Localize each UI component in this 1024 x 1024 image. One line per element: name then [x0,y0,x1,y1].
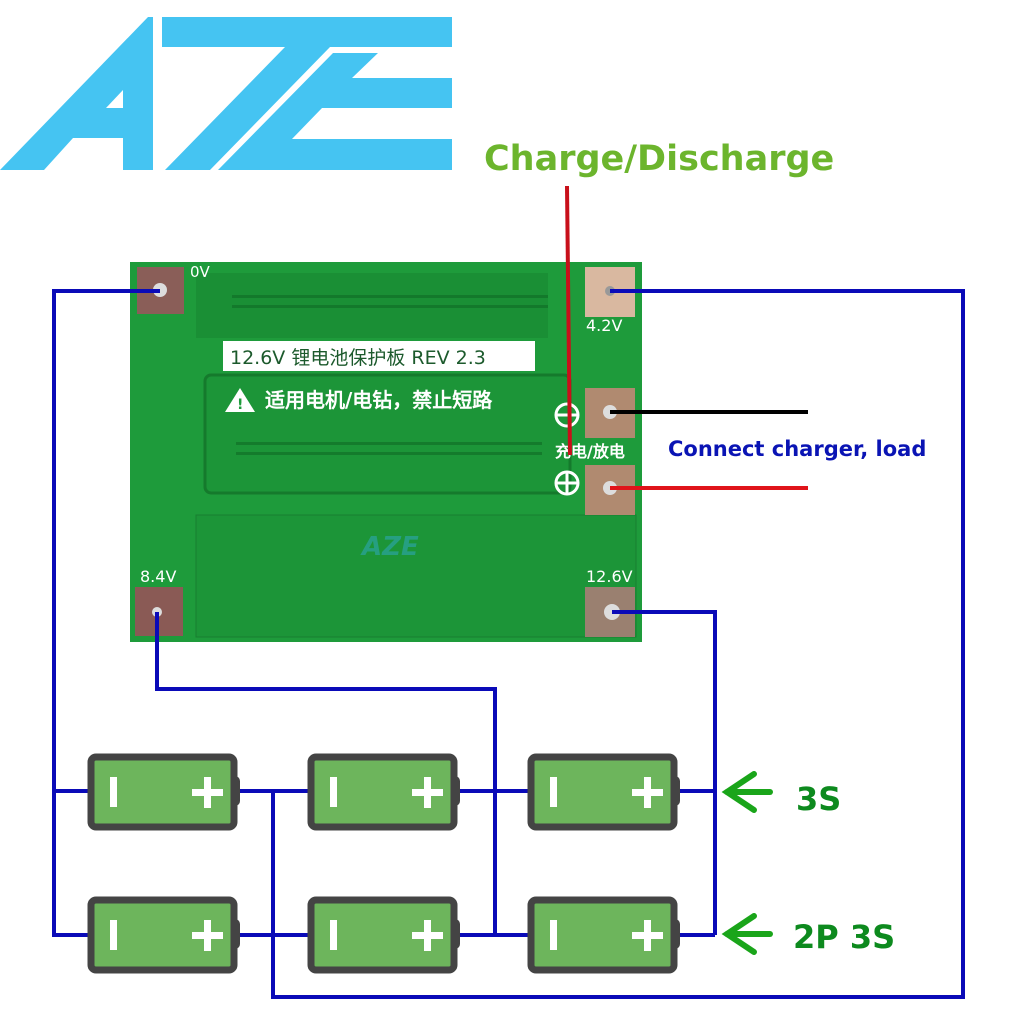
pcb-terminal-label: 充电/放电 [555,442,625,461]
battery-body [87,753,238,831]
svg-text:8.4V: 8.4V [140,567,176,586]
svg-text:12.6V: 12.6V [586,567,633,586]
battery-body [307,753,458,831]
battery-body [527,753,678,831]
battery-cell [527,753,680,831]
svg-text:0V: 0V [190,263,211,281]
arrow-3s-icon [721,771,773,813]
battery-minus-icon [550,777,557,807]
charge-indicator-line [565,185,572,456]
battery-cell [87,753,240,831]
svg-text:!: ! [237,397,243,413]
charge-discharge-title: Charge/Discharge [484,139,834,179]
plus-symbol-icon [554,470,580,496]
battery-plus-icon [424,920,431,951]
balance-wires [52,289,965,999]
minus-symbol-icon [554,402,580,428]
battery-plus-icon [644,920,651,951]
arrow-2p3s-icon [721,913,773,955]
pcb-model-label: 12.6V 锂电池保护板 REV 2.3 [230,347,486,369]
battery-plus-icon [644,777,651,808]
battery-minus-icon [330,920,337,950]
battery-minus-icon [550,920,557,950]
wire-4-2v [271,289,965,999]
row-label-2p3s: 2P 3S [793,918,895,956]
battery-cell [307,753,460,831]
connect-charger-label: Connect charger, load [668,437,926,461]
pcb-watermark: AZE [360,532,419,562]
battery-body [87,896,238,974]
row-label-3s: 3S [796,780,841,818]
bms-pcb-board: 12.6V 锂电池保护板 REV 2.3 ! 适用电机/电钻，禁止短路 AZE … [130,262,642,642]
battery-cell [307,896,460,974]
battery-cell [527,896,680,974]
battery-plus-icon [204,920,211,951]
wire-12-6v [612,610,717,935]
battery-minus-icon [110,777,117,807]
aze-logo [0,17,452,170]
pcb-warning-label: 适用电机/电钻，禁止短路 [265,388,493,412]
wire-0v [52,289,160,937]
pad-12-6v: 12.6V [585,567,635,637]
battery-minus-icon [330,777,337,807]
battery-body [307,896,458,974]
battery-minus-icon [110,920,117,950]
wire-8-4v [155,612,497,935]
battery-body [527,896,678,974]
battery-plus-icon [204,777,211,808]
battery-cell [87,896,240,974]
battery-plus-icon [424,777,431,808]
svg-text:4.2V: 4.2V [586,316,622,335]
warning-icon [225,388,255,412]
